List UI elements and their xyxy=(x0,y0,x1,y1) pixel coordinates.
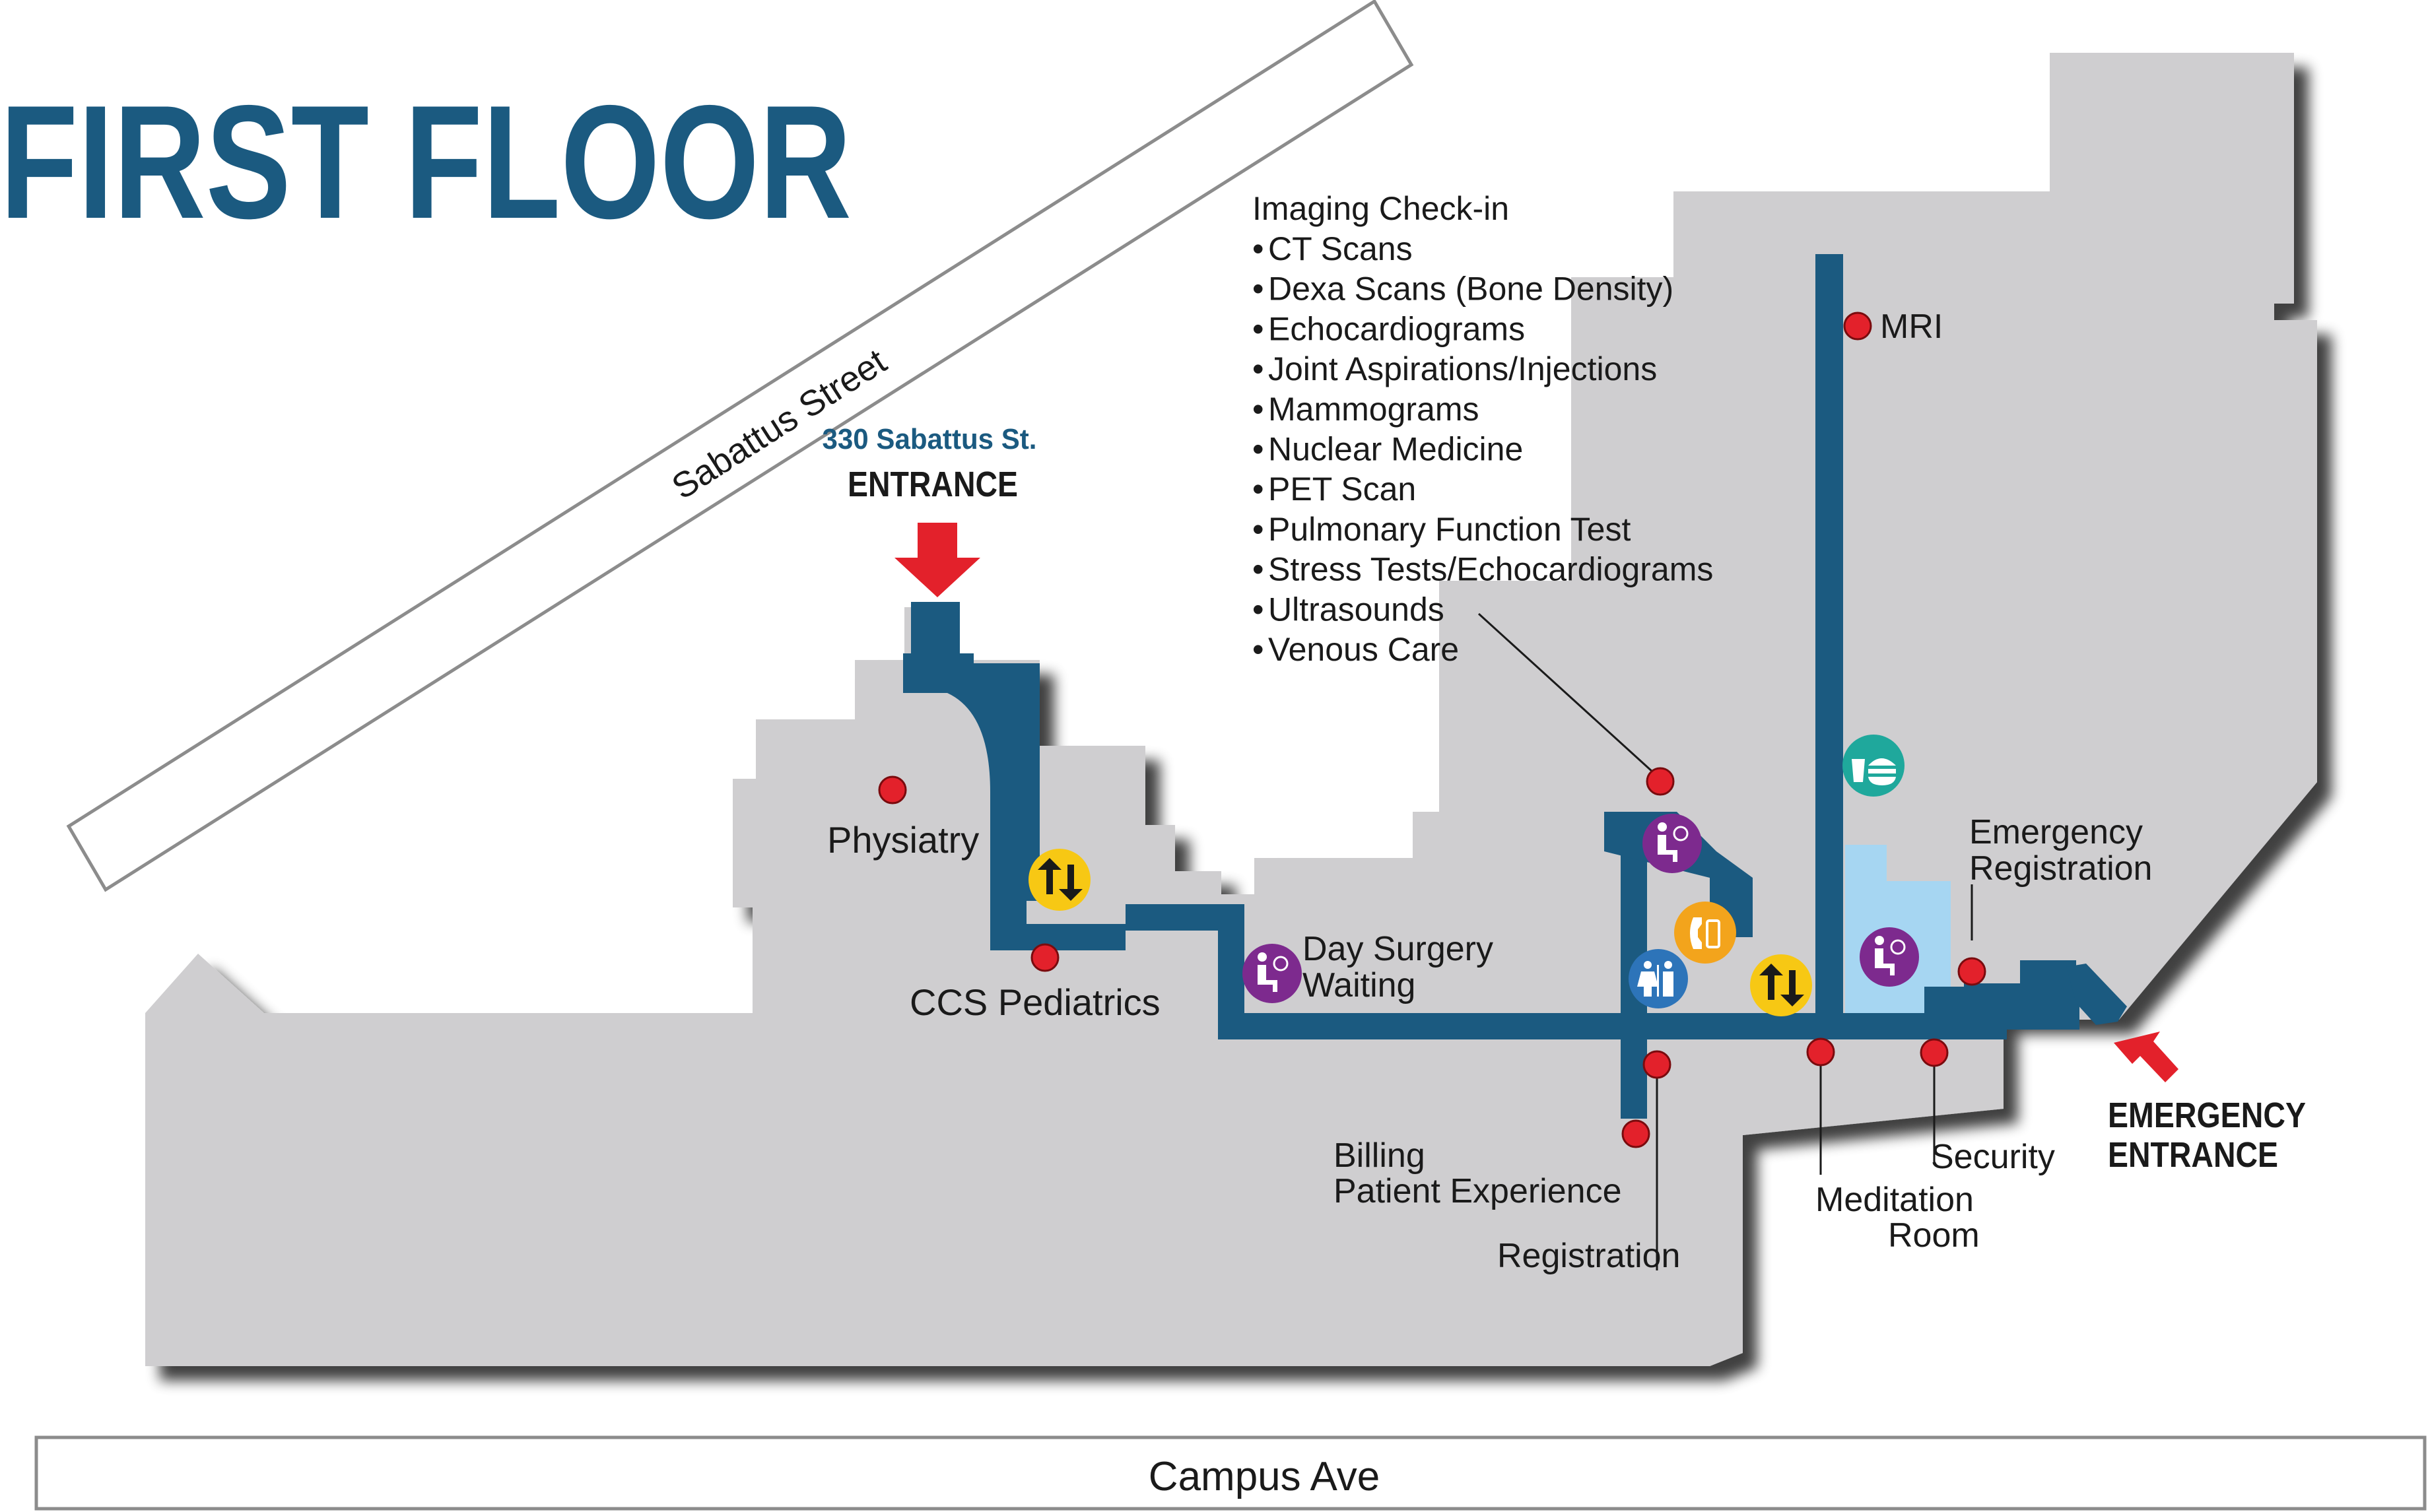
imaging-item-bullet: • xyxy=(1252,551,1264,588)
campus-ave: Campus Ave xyxy=(34,1435,2427,1511)
imaging-item-bullet: • xyxy=(1252,230,1264,267)
imaging-item: Pulmonary Function Test xyxy=(1268,511,1631,548)
meditation-room-marker xyxy=(1806,1037,1835,1067)
ccs-pediatrics-label: CCS Pediatrics xyxy=(910,981,1161,1023)
cafe-icon xyxy=(1842,735,1905,797)
registration-label: Registration xyxy=(1497,1237,1680,1275)
imaging-item-bullet: • xyxy=(1252,471,1264,508)
imaging-item-bullet: • xyxy=(1252,631,1264,668)
mri-label: MRI xyxy=(1880,308,1943,346)
imaging-item: PET Scan xyxy=(1268,471,1416,508)
location-markers xyxy=(878,312,1986,1148)
meditation-room-label-2: Room xyxy=(1888,1216,1980,1255)
campus-ave-label: Campus Ave xyxy=(1149,1454,1380,1499)
imaging-item: Venous Care xyxy=(1268,631,1459,668)
imaging-item: Nuclear Medicine xyxy=(1268,431,1523,468)
mri-marker xyxy=(1843,312,1872,341)
billing-marker xyxy=(1621,1119,1650,1148)
registration-marker xyxy=(1642,1050,1671,1079)
imaging-item: Stress Tests/Echocardiograms xyxy=(1268,551,1713,588)
corridors xyxy=(903,254,2127,1119)
restroom-icon xyxy=(1629,949,1688,1008)
billing-label: Billing xyxy=(1333,1136,1425,1175)
elevator-icon xyxy=(1029,849,1091,911)
main-entrance-arrow-icon xyxy=(894,523,980,597)
imaging-item: CT Scans xyxy=(1268,230,1413,267)
waiting-room-icon xyxy=(1860,927,1919,987)
imaging-checkin-list: Imaging Check-in •CT Scans•Dexa Scans (B… xyxy=(1252,190,1713,668)
imaging-item-bullet: • xyxy=(1252,310,1264,347)
waiting-room-icon xyxy=(1242,944,1302,1003)
elevator-icon xyxy=(1750,954,1812,1016)
imaging-item-bullet: • xyxy=(1252,271,1264,308)
phone-icon xyxy=(1674,902,1736,964)
entrance-label: ENTRANCE xyxy=(848,465,1018,504)
emergency-entrance-arrow-icon xyxy=(2114,1032,2178,1082)
ccs-pediatrics-marker xyxy=(1030,943,1060,972)
entrance-address: 330 Sabattus St. xyxy=(823,423,1037,455)
emergency-registration-label-1: Emergency xyxy=(1969,813,2143,851)
imaging-item-bullet: • xyxy=(1252,511,1264,548)
security-marker xyxy=(1920,1038,1949,1067)
patient-experience-label: Patient Experience xyxy=(1333,1172,1622,1210)
waiting-room-icon xyxy=(1642,814,1702,873)
emergency-registration-label-2: Registration xyxy=(1969,849,2152,888)
imaging-checkin-marker xyxy=(1646,767,1675,796)
emergency-entrance-label-2: ENTRANCE xyxy=(2108,1135,2278,1175)
page-title: FIRST FLOOR xyxy=(0,71,852,252)
physiatry-label: Physiatry xyxy=(827,819,979,861)
imaging-item: Dexa Scans (Bone Density) xyxy=(1268,271,1673,308)
physiatry-marker xyxy=(878,775,907,805)
imaging-heading: Imaging Check-in xyxy=(1252,190,1509,227)
day-surgery-label-1: Day Surgery xyxy=(1302,930,1493,968)
imaging-item-bullet: • xyxy=(1252,350,1264,387)
emergency-registration-marker xyxy=(1957,957,1986,986)
imaging-item: Mammograms xyxy=(1268,391,1479,428)
meditation-room-label-1: Meditation xyxy=(1815,1181,1974,1219)
emergency-entrance-label-1: EMERGENCY xyxy=(2108,1096,2306,1135)
imaging-item-bullet: • xyxy=(1252,591,1264,628)
imaging-item: Ultrasounds xyxy=(1268,591,1444,628)
leader-lines xyxy=(1477,612,1973,1270)
imaging-item-bullet: • xyxy=(1252,431,1264,468)
imaging-item: Joint Aspirations/Injections xyxy=(1268,350,1657,387)
imaging-item-bullet: • xyxy=(1252,391,1264,428)
day-surgery-label-2: Waiting xyxy=(1302,966,1415,1004)
imaging-item: Echocardiograms xyxy=(1268,310,1525,347)
security-label: Security xyxy=(1931,1138,2055,1176)
